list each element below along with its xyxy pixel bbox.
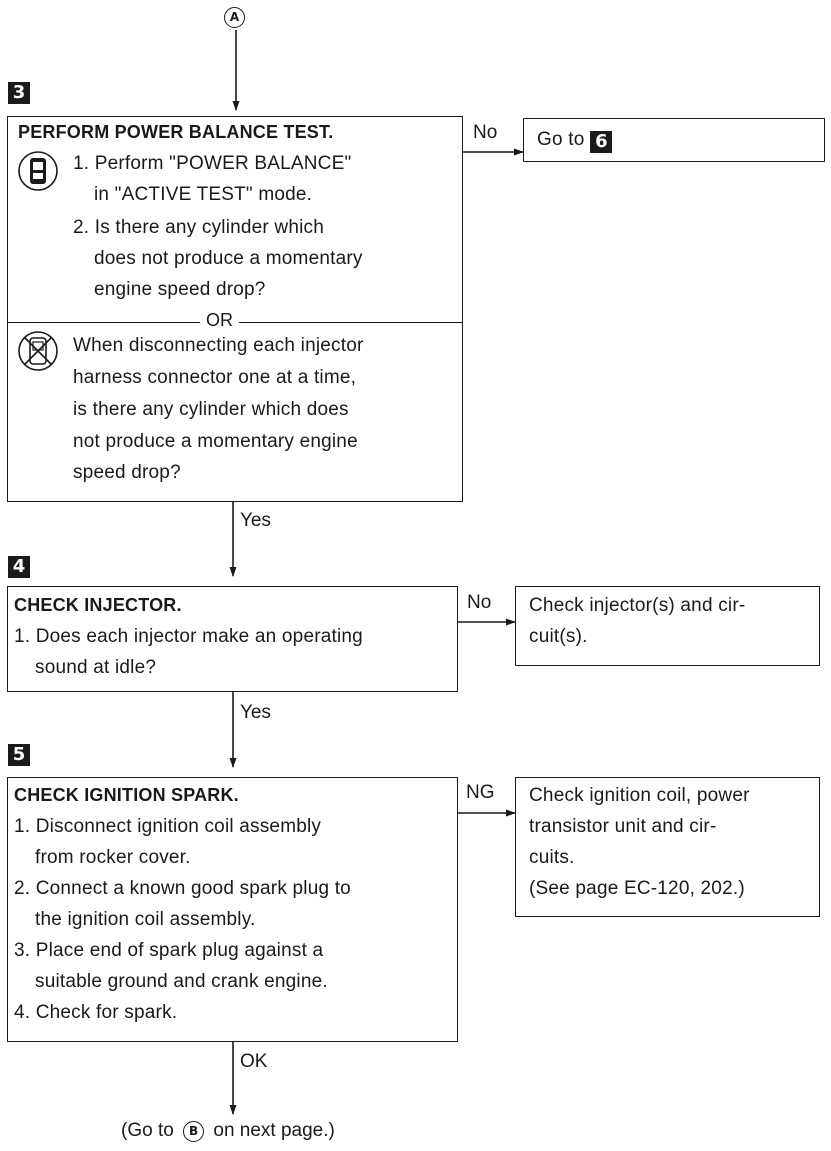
connector-a-symbol: A — [224, 7, 245, 28]
step-5-line-3: 2. Connect a known good spark plug to — [14, 878, 351, 899]
step-4-yes-label: Yes — [240, 702, 271, 723]
step-3-line-1: 1. Perform "POWER BALANCE" — [73, 153, 352, 174]
step-5-line-7: 4. Check for spark. — [14, 1002, 178, 1023]
step-3-no-label: No — [473, 122, 498, 143]
step-3-line-5: engine speed drop? — [94, 279, 266, 300]
footer-prefix: (Go to — [121, 1120, 174, 1141]
connector-b-symbol: B — [183, 1121, 205, 1142]
step-3-yes-label: Yes — [240, 510, 271, 531]
step-5-ng-result-line-2: transistor unit and cir- — [529, 816, 717, 837]
step-3-alt-line-5: speed drop? — [73, 462, 181, 483]
consult-tester-icon — [18, 151, 58, 191]
step-5-ng-result-box — [515, 777, 820, 917]
step-4-line-1: 1. Does each injector make an operating — [14, 626, 363, 647]
step-3-box — [7, 116, 463, 502]
step-3-alt-line-1: When disconnecting each injector — [73, 335, 364, 356]
step-3-alt-line-3: is there any cylinder which does — [73, 399, 349, 420]
connector-a: A — [224, 6, 245, 28]
step-5-ng-result-line-3: cuits. — [529, 847, 575, 868]
step-4-box — [7, 586, 458, 692]
step-3-alt-line-4: not produce a momentary engine — [73, 431, 358, 452]
step-6-ref-badge: 6 — [590, 131, 613, 153]
step-4-no-label: No — [467, 592, 492, 613]
step-5-line-2: from rocker cover. — [35, 847, 191, 868]
step-5-ng-result-line-4: (See page EC-120, 202.) — [529, 878, 745, 899]
no-consult-tester-icon — [18, 331, 58, 371]
step-3-no-result-box — [523, 118, 825, 162]
or-label: OR — [200, 310, 239, 331]
footer-suffix: on next page.) — [213, 1120, 335, 1141]
step-5-line-1: 1. Disconnect ignition coil assembly — [14, 816, 322, 837]
step-5-ng-result-line-1: Check ignition coil, power — [529, 785, 750, 806]
step-4-no-result-line-2: cuit(s). — [529, 626, 588, 647]
step-3-alt-line-2: harness connector one at a time, — [73, 367, 357, 388]
step-5-title: CHECK IGNITION SPARK. — [14, 785, 239, 805]
step-3-title: PERFORM POWER BALANCE TEST. — [18, 122, 334, 142]
step-5-line-4: the ignition coil assembly. — [35, 909, 256, 930]
step-4-no-result-line-1: Check injector(s) and cir- — [529, 595, 746, 616]
step-5-box — [7, 777, 458, 1042]
step-3-badge: 3 — [8, 82, 30, 104]
step-5-ng-label: NG — [466, 782, 495, 803]
step-5-line-5: 3. Place end of spark plug against a — [14, 940, 324, 961]
step-5-line-6: suitable ground and crank engine. — [35, 971, 328, 992]
step-5-ok-label: OK — [240, 1051, 268, 1072]
step-4-no-result-box — [515, 586, 820, 666]
footer-next-page-note: (Go to B on next page.) — [121, 1120, 335, 1142]
step-3-no-result-text: Go to — [537, 129, 585, 150]
step-3-line-3: 2. Is there any cylinder which — [73, 217, 325, 238]
step-4-title: CHECK INJECTOR. — [14, 595, 182, 615]
step-5-badge: 5 — [8, 744, 30, 766]
step-4-line-2: sound at idle? — [35, 657, 157, 678]
step-4-badge: 4 — [8, 556, 30, 578]
step-3-line-4: does not produce a momentary — [94, 248, 363, 269]
step-3-line-2: in "ACTIVE TEST" mode. — [94, 184, 313, 205]
